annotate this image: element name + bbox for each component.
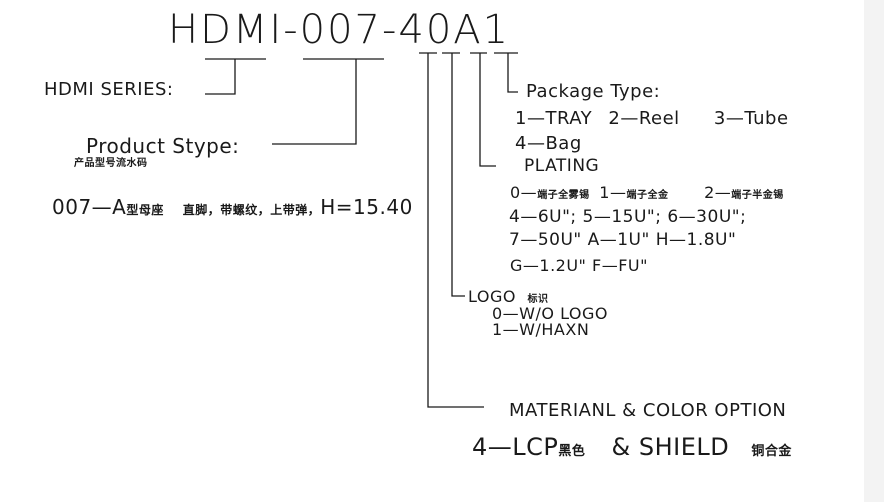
logo-label: LOGO [468,287,516,306]
material-label: MATERIANL & COLOR OPTION [509,400,787,421]
logo-label-cn: 标识 [527,294,549,305]
material-value-row: 4—LCP黑色 & SHIELD 铜合金 [472,435,792,459]
product-height: H=15.40 [320,195,413,219]
product-type-label-cn: 产品型号流水码 [74,158,148,169]
plating-opt0-cn: 端子全雾锡 [537,190,590,201]
plating-options-row3: 7—50U" A—1U" H—1.8U" [509,230,737,250]
product-desc-cn: 直脚，带螺纹，上带弹， [182,203,321,217]
plating-leader [479,53,496,167]
part-number-title: HDMI-007-40A1 [168,7,511,53]
plating-opt1-cn: 端子全金 [626,190,669,201]
material-value-cn: 黑色 [558,444,586,459]
product-type-label: Product Stype: [86,134,240,158]
package-leader [507,53,518,93]
plating-options-row1: 0—端子全雾锡 1—端子全金 2—端子半金锡 [510,185,784,201]
logo-label-row: LOGO 标识 [468,289,549,305]
package-option-bag: 4—Bag [515,133,582,154]
plating-opt0: 0— [510,183,538,202]
plating-opt2: 2— [704,183,732,202]
series-leader-drop [205,59,236,95]
package-option-tube: 3—Tube [713,108,789,129]
series-label: HDMI SERIES: [44,79,174,100]
package-type-label: Package Type: [526,81,661,102]
logo-option-1: 1—W/HAXN [492,320,590,339]
material-shield: & SHIELD [611,433,730,461]
material-value: 4—LCP [472,433,559,461]
product-type-leader-drop [272,59,357,145]
package-options-row: 1—TRAY 2—Reel 3—Tube [515,110,789,128]
package-option-tray: 1—TRAY [515,108,593,129]
package-option-reel: 2—Reel [608,108,680,129]
logo-leader [451,53,465,297]
plating-options-row2: 4—6U"; 5—15U"; 6—30U"; [509,207,747,227]
scrollbar-track[interactable] [864,0,884,502]
plating-label: PLATING [524,156,600,176]
product-code: 007—A [52,195,127,219]
material-leader [427,53,484,408]
plating-options-row4: G—1.2U" F—FU" [510,256,648,275]
plating-opt2-cn: 端子半金锡 [731,190,784,201]
product-type-code: 007—A型母座 直脚，带螺纹，上带弹，H=15.40 [52,197,413,217]
product-code-cn: 型母座 [126,203,164,217]
logo-option-0: 0—W/O LOGO [492,304,608,323]
plating-opt1: 1— [599,183,627,202]
material-shield-cn: 铜合金 [751,444,792,459]
